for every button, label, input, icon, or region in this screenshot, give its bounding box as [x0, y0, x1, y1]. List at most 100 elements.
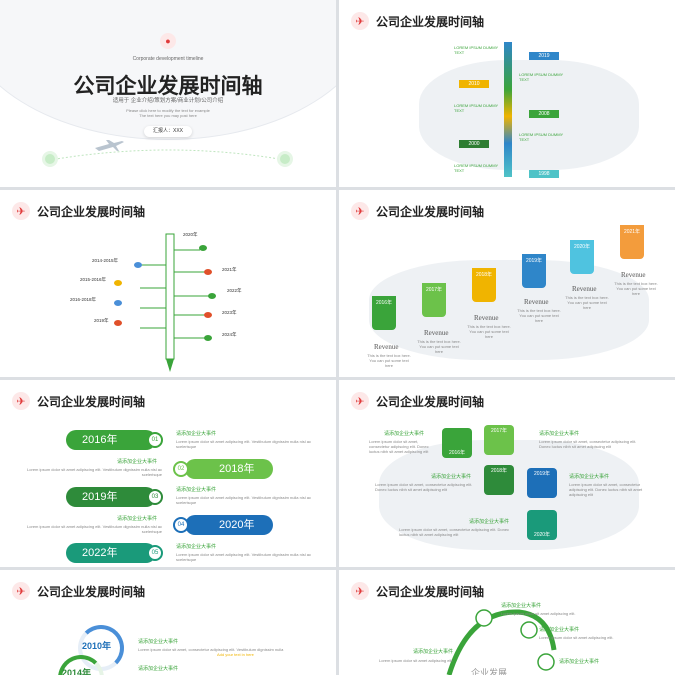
arc-svg: [446, 609, 557, 675]
event-4: 请添加企业大事件: [569, 474, 610, 480]
num-01: 01: [147, 432, 163, 448]
plane-logo-icon: ✈: [351, 392, 369, 410]
year-2016-2018: 2016-2018年: [70, 297, 97, 302]
lorem-1: Lorem ipsum dolor sit amet adipiscing el…: [501, 611, 576, 616]
end-dot: [277, 151, 293, 167]
desc-5: This is the text box here. You can put s…: [565, 295, 609, 310]
microphone-icon: ●: [160, 33, 176, 49]
cover-title: 公司企业发展时间轴: [73, 75, 263, 98]
cover-hint-2: The text here you may post here: [139, 113, 197, 118]
pill-2018: 2018年: [185, 459, 273, 479]
plane-logo-icon: ✈: [351, 202, 369, 220]
event-1: 请添加企业大事件: [501, 603, 542, 609]
plane-logo-icon: ✈: [351, 12, 369, 30]
event-5: 请添加企业大事件: [176, 544, 217, 550]
desc-3: This is the text box here. You can put s…: [467, 324, 511, 339]
event-2: 请添加企业大事件: [539, 431, 580, 437]
slide-header: ✈公司企业发展时间轴: [351, 390, 484, 412]
revenue-label-5: Revenue: [572, 285, 597, 293]
lorem-2: Lorem ipsum dolor sit amet adipiscing el…: [27, 467, 162, 477]
pill-2022: 2022年: [66, 543, 156, 563]
item-title-1: LOREM IPSUM DUMMY TEXT: [454, 45, 499, 55]
year-2020: 2020年: [183, 232, 198, 237]
lorem-3: Lorem ipsum dolor sit amet adipiscing el…: [379, 658, 454, 663]
year-2022: 2022年: [227, 288, 242, 293]
slide-header: ✈公司企业发展时间轴: [12, 200, 145, 222]
event-2: 请添加企业大事件: [117, 459, 158, 465]
tag-2016: 2016年: [372, 296, 396, 330]
lorem-1: Lorem ipsum dolor sit amet adipiscing el…: [176, 439, 311, 449]
plane-logo-icon: ✈: [12, 202, 30, 220]
cover-hint-1: Please click here to modify the text for…: [126, 108, 210, 113]
lorem-4: Lorem ipsum dolor sit amet, consectetur …: [569, 482, 643, 497]
slide-puzzle[interactable]: ✈公司企业发展时间轴 2016年 2017年 2018年 2019年 2020年…: [339, 380, 675, 567]
revenue-label-1: Revenue: [374, 343, 399, 351]
year-2023: 2023年: [222, 310, 237, 315]
cover-subtitle-en: Corporate development timeline: [132, 56, 204, 62]
puzzle-2016: 2016年: [442, 428, 472, 458]
event-1: 请添加企业大事件: [138, 639, 179, 645]
slide-cover[interactable]: ● Corporate development timeline 公司企业发展时…: [0, 0, 336, 187]
slide-pill-rows[interactable]: ✈公司企业发展时间轴 2016年 01 2018年 02 2019年 03 20…: [0, 380, 336, 567]
desc-6: This is the text box here. You can put s…: [614, 281, 658, 296]
year-2019: 2019: [529, 52, 559, 60]
num-03: 03: [147, 489, 163, 505]
tag-2020: 2020年: [570, 240, 594, 274]
lorem-5: Lorem ipsum dolor sit amet adipiscing el…: [176, 552, 311, 562]
lorem-3: Lorem ipsum dolor sit amet adipiscing el…: [176, 495, 311, 505]
plane-logo-icon: ✈: [351, 582, 369, 600]
year-2024: 2024年: [222, 332, 237, 337]
event-2: 请添加企业大事件: [138, 666, 179, 672]
year-2008: 2008: [529, 110, 559, 118]
slide-header: ✈公司企业发展时间轴: [12, 580, 145, 602]
puzzle-2019: 2019年: [527, 468, 557, 498]
year-2010: 2010: [459, 80, 489, 88]
desc-4: This is the text box here. You can put s…: [517, 308, 561, 323]
reporter-badge: 汇报人：XXX: [144, 126, 192, 137]
event-2: 请添加企业大事件: [539, 627, 580, 633]
pill-2016: 2016年: [66, 430, 156, 450]
event-4: 请添加企业大事件: [559, 659, 600, 665]
desc-1: This is the text box here. You can put s…: [367, 353, 411, 368]
tag-2017: 2017年: [422, 283, 446, 317]
slide-staircase[interactable]: ✈公司企业发展时间轴 2016年 2017年 2018年 2019年 2020年…: [339, 190, 675, 377]
year-1998: 1998: [529, 170, 559, 178]
lorem-1: Lorem ipsum dolor sit amet, consectetur …: [138, 647, 284, 652]
year-2019: 2019年: [94, 318, 109, 323]
puzzle-2018: 2018年: [484, 465, 514, 495]
timeline-bar: [504, 42, 512, 177]
slide-header: ✈公司企业发展时间轴: [351, 10, 484, 32]
tag-2021: 2021年: [620, 225, 644, 259]
lorem-3: Lorem ipsum dolor sit amet, consectetur …: [375, 482, 473, 492]
event-3: 请添加企业大事件: [413, 649, 454, 655]
event-4: 请添加企业大事件: [117, 516, 158, 522]
year-2014: 2014年: [62, 668, 92, 675]
slide-pencil-tree[interactable]: ✈公司企业发展时间轴 2020年 2014-2015年 2021年 2015-2…: [0, 190, 336, 377]
puzzle-2020: 2020年: [527, 510, 557, 540]
pill-2020: 2020年: [185, 515, 273, 535]
lorem-2: Lorem ipsum dolor sit amet, consectetur …: [539, 439, 637, 449]
plane-logo-icon: ✈: [12, 582, 30, 600]
event-5: 请添加企业大事件: [469, 519, 510, 525]
item-title-3: LOREM IPSUM DUMMY TEXT: [454, 103, 499, 113]
pencil-tree-svg: [114, 233, 216, 372]
event-3: 请添加企业大事件: [176, 487, 217, 493]
year-2021: 2021年: [222, 267, 237, 272]
revenue-label-6: Revenue: [621, 271, 646, 279]
pill-2019: 2019年: [66, 487, 156, 507]
cover-flight-path: [49, 140, 286, 161]
year-2014-2015: 2014-2015年: [92, 258, 119, 263]
slide-header: ✈公司企业发展时间轴: [12, 390, 145, 412]
desc-2: This is the text box here. You can put s…: [417, 339, 461, 354]
highlight: Add your text in here: [217, 652, 254, 657]
slide-vertical-timeline[interactable]: ✈公司企业发展时间轴 2019 2010 2008 2000 1998 LORE…: [339, 0, 675, 187]
event-1: 请添加企业大事件: [176, 431, 217, 437]
slide-arc[interactable]: ✈公司企业发展时间轴 请添加企业大事件 Lorem ipsum dolor si…: [339, 570, 675, 675]
slide-header: ✈公司企业发展时间轴: [351, 580, 484, 602]
year-2000: 2000: [459, 140, 489, 148]
slide-circles[interactable]: ✈公司企业发展时间轴 2010年 2014年 请添加企业大事件 Lorem ip…: [0, 570, 336, 675]
item-title-5: LOREM IPSUM DUMMY TEXT: [454, 163, 499, 173]
num-02: 02: [173, 461, 189, 477]
lorem-2: Lorem ipsum dolor sit amet adipiscing el…: [539, 635, 614, 640]
